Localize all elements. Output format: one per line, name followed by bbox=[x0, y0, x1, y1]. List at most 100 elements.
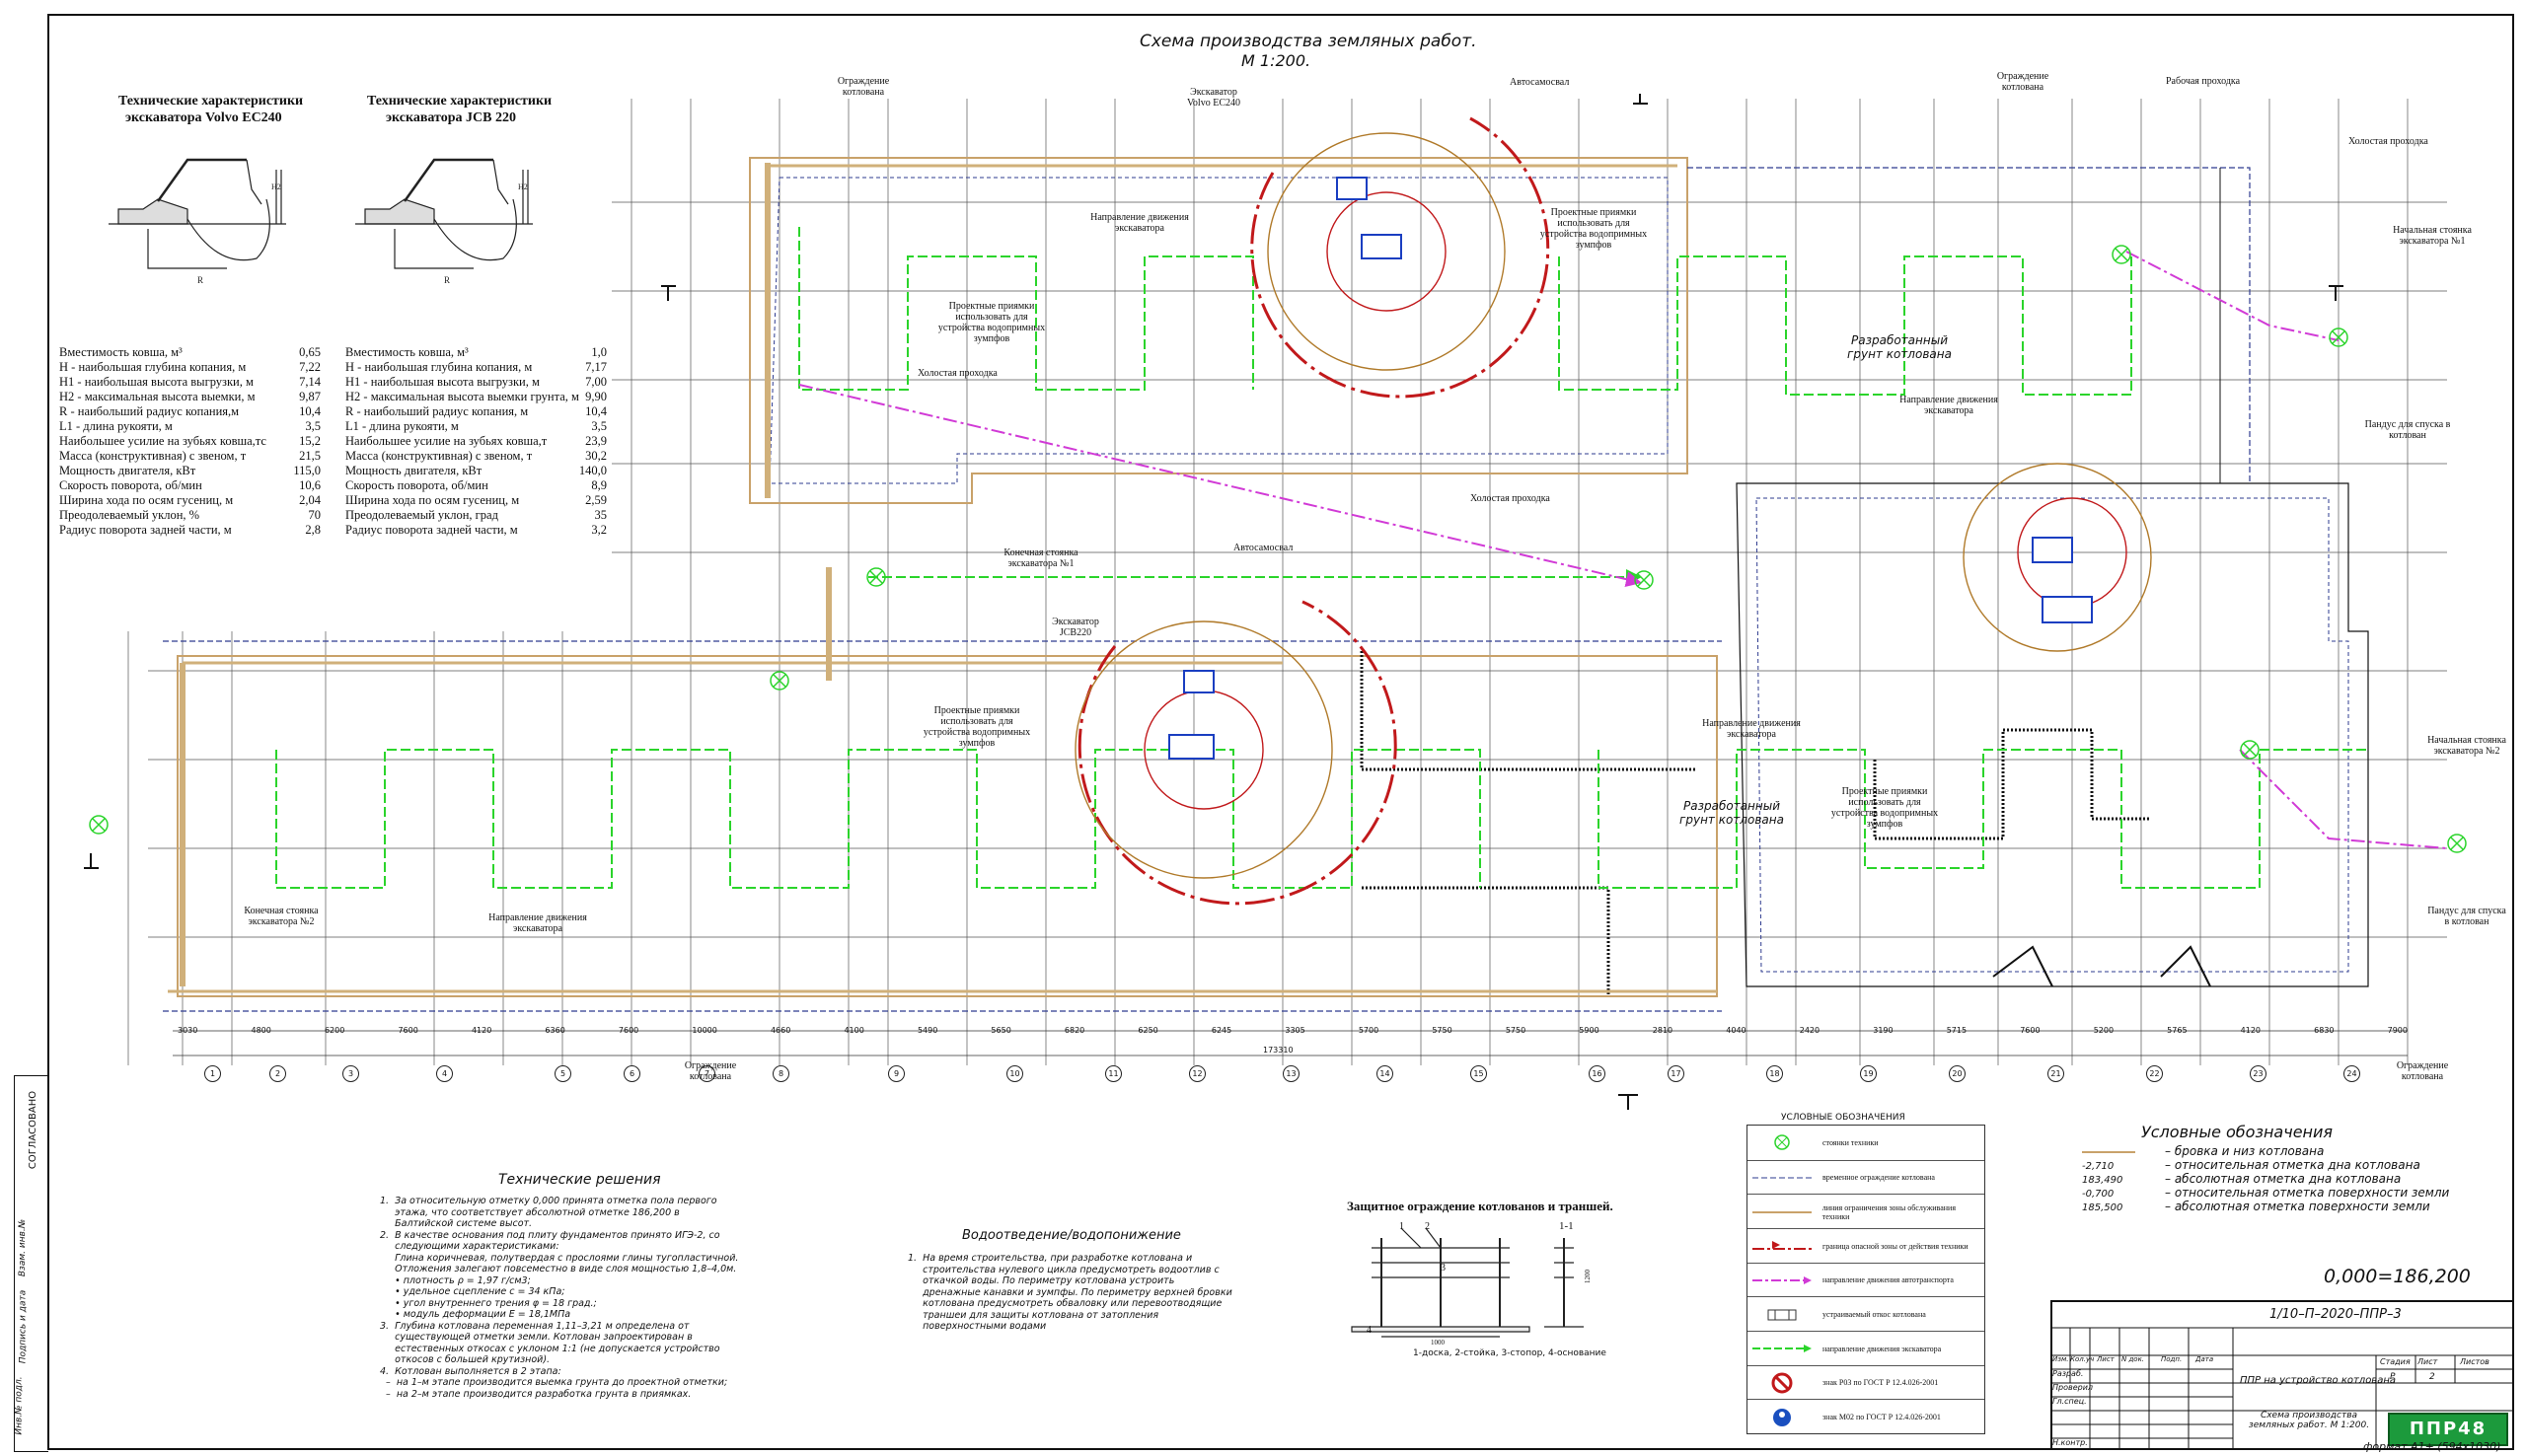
fence-detail-dim-1200: 1200 bbox=[1584, 1270, 1592, 1283]
spec-label: Масса (конструктивная) с звеном, т bbox=[59, 449, 247, 463]
axis-bubble: 18 bbox=[1766, 1065, 1783, 1082]
drainage-text: 1. На время строительства, при разработк… bbox=[908, 1253, 1232, 1332]
axis-dimension: 3190 bbox=[1873, 1026, 1894, 1035]
spec-row: Н1 - наибольшая высота выгрузки, м 7,14 bbox=[59, 375, 321, 390]
axis-dimension: 6245 bbox=[1211, 1026, 1232, 1035]
drawing-title: Схема производства земляных работ. bbox=[1140, 32, 1477, 51]
axis-bubble: 15 bbox=[1470, 1065, 1487, 1082]
axis-bubble: 17 bbox=[1668, 1065, 1684, 1082]
label-start-2: Начальная стоянка экскаватора №2 bbox=[2427, 735, 2506, 757]
spec-jcb-title-2: экскаватора JCB 220 bbox=[386, 110, 516, 125]
dimension-chain bbox=[173, 1030, 2408, 1056]
axis-bubble: 7 bbox=[699, 1065, 715, 1082]
total-dimension: 173310 bbox=[1263, 1046, 1294, 1055]
label-direction-1: Направление движения экскаватора bbox=[1090, 212, 1189, 234]
spec-label: Н1 - наибольшая высота выгрузки, м bbox=[345, 375, 540, 389]
label-excavator-volvo: Экскаватор Volvo EC240 bbox=[1187, 87, 1240, 109]
legend-main-row: – бровка и низ котлована bbox=[2082, 1144, 2324, 1158]
label-direction-4: Направление движения экскаватора bbox=[1702, 718, 1801, 740]
legend-dash: – bbox=[2165, 1158, 2175, 1172]
axis-bubble: 24 bbox=[2343, 1065, 2360, 1082]
equipment-stands bbox=[89, 245, 2467, 853]
label-direction-3: Направление движения экскаватора bbox=[488, 912, 587, 934]
spec-value: 2,59 bbox=[585, 493, 607, 507]
helmet-sign-icon bbox=[1747, 1407, 1817, 1428]
tb-col-izm: Изм. bbox=[2052, 1355, 2069, 1363]
legend-small-text: направление движения автотранспорта bbox=[1822, 1275, 1954, 1285]
spec-value: 7,17 bbox=[585, 360, 607, 374]
spec-label: Ширина хода по осям гусениц, м bbox=[59, 493, 234, 507]
outer-frame bbox=[47, 14, 2514, 1450]
equipment-stand-icon bbox=[1747, 1132, 1817, 1152]
tb-sheets-label: Листов bbox=[2460, 1357, 2489, 1366]
label-pits-3: Проектные приямки использовать для устро… bbox=[923, 705, 1031, 749]
vehicle-direction-icon bbox=[1747, 1275, 1817, 1285]
temporary-fence-line-icon bbox=[1747, 1173, 1817, 1183]
axis-dimension: 4100 bbox=[844, 1026, 864, 1035]
axis-bubble: 13 bbox=[1283, 1065, 1300, 1082]
legend-main-row: 185,500– абсолютная отметка поверхности … bbox=[2082, 1200, 2430, 1213]
spec-value: 10,6 bbox=[299, 478, 321, 492]
drawing-scale: М 1:200. bbox=[1241, 51, 1311, 70]
svg-text:R: R bbox=[197, 275, 203, 285]
spec-label: R - наибольший радиус копания, м bbox=[345, 404, 529, 418]
label-fence-4: Ограждение котлована bbox=[2396, 1060, 2449, 1082]
slope-hatch bbox=[168, 163, 1717, 993]
axis-dimension: 4800 bbox=[251, 1026, 271, 1035]
spec-label: L1 - длина рукояти, м bbox=[345, 419, 459, 433]
reach-circles bbox=[1075, 132, 2152, 879]
spec-label: Скорость поворота, об/мин bbox=[345, 478, 488, 492]
axis-dimension: 4120 bbox=[471, 1026, 492, 1035]
spec-value: 140,0 bbox=[578, 464, 607, 477]
axis-dimension: 3305 bbox=[1285, 1026, 1305, 1035]
label-idle-pass-2: Холостая проходка bbox=[918, 368, 998, 379]
spec-label: Ширина хода по осям гусениц, м bbox=[345, 493, 520, 507]
excavator-diagram-jcb: R H2 bbox=[355, 158, 533, 285]
spec-value: 8,9 bbox=[591, 478, 607, 492]
spec-label: Н1 - наибольшая высота выгрузки, м bbox=[59, 375, 254, 389]
spec-value: 7,14 bbox=[299, 375, 321, 389]
fence-detail-section: 1-1 bbox=[1559, 1220, 1574, 1232]
spec-value: 70 bbox=[308, 508, 322, 522]
axis-bubble: 19 bbox=[1860, 1065, 1877, 1082]
axis-dimension: 5715 bbox=[1946, 1026, 1968, 1035]
legend-main-symbol: -2,710 bbox=[2082, 1161, 2115, 1172]
legend-small-text: временное ограждение котлована bbox=[1822, 1173, 1935, 1183]
axis-dimension: 2810 bbox=[1652, 1026, 1673, 1035]
fence-detail-n3: 3 bbox=[1441, 1263, 1446, 1274]
tech-solution-item: 4. Котлован выполняется в 2 этапа: – на … bbox=[380, 1365, 728, 1400]
service-zone-line-icon bbox=[1747, 1207, 1817, 1217]
axis-bubble: 4 bbox=[436, 1065, 453, 1082]
axis-dimension: 7600 bbox=[2020, 1026, 2041, 1035]
axis-dimension: 4040 bbox=[1726, 1026, 1746, 1035]
spec-row: L1 - длина рукояти, м 3,5 bbox=[59, 419, 321, 434]
tb-gip: Гл.спец. bbox=[2052, 1397, 2087, 1406]
legend-small-text: знак М02 по ГОСТ Р 12.4.026-2001 bbox=[1822, 1413, 1941, 1422]
tech-solution-item: 2. В качестве основания под плиту фундам… bbox=[380, 1229, 739, 1321]
tb-format: формат А1+ (594х1030) bbox=[2363, 1440, 2501, 1453]
spec-value: 3,5 bbox=[305, 419, 321, 433]
spec-volvo-title-2: экскаватора Volvo EC240 bbox=[125, 110, 282, 125]
spec-label: Радиус поворота задней части, м bbox=[345, 523, 518, 537]
label-fence-2: Ограждение котлована bbox=[1996, 71, 2049, 93]
axis-bubble: 9 bbox=[888, 1065, 905, 1082]
legend-small-text: устраиваемый откос котлована bbox=[1822, 1310, 1926, 1320]
spec-value: 10,4 bbox=[299, 404, 321, 418]
fence-detail-title: Защитное ограждение котлованов и траншей… bbox=[1347, 1199, 1613, 1213]
spec-label: Преодолеваемый уклон, град bbox=[345, 508, 498, 522]
axis-dimension: 5765 bbox=[2167, 1026, 2188, 1035]
axis-bubble: 6 bbox=[624, 1065, 640, 1082]
spec-value: 3,2 bbox=[591, 523, 607, 537]
spec-label: L1 - длина рукояти, м bbox=[59, 419, 173, 433]
spec-label: Наибольшее усилие на зубьях ковша,т bbox=[345, 434, 548, 448]
title-block bbox=[2050, 1300, 2514, 1450]
